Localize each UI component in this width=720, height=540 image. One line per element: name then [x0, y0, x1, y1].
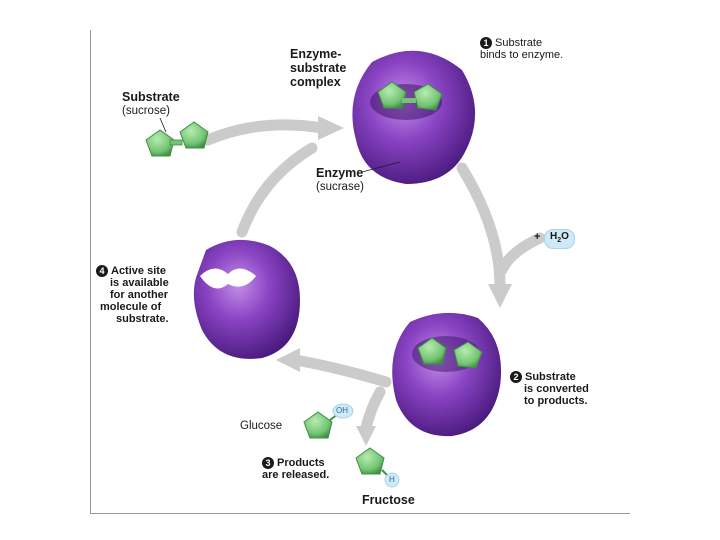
arrow-water: [496, 232, 546, 276]
arrowhead-release: [356, 426, 376, 446]
water-pill: H2O: [544, 229, 575, 249]
step3-line1: Products: [277, 457, 325, 469]
frame-left-edge: [90, 30, 91, 514]
glucose-molecule: [303, 403, 354, 439]
arrow-step3: [290, 354, 392, 388]
step1-line1: Substrate: [495, 37, 543, 49]
converting-product-left: [417, 337, 447, 365]
step2-line1: Substrate: [525, 371, 576, 383]
oh-label: OH: [336, 406, 348, 415]
step4-number: 4: [96, 265, 108, 277]
h-bubble: [384, 472, 400, 488]
enzyme-title: Enzyme: [316, 166, 364, 180]
enzyme-empty: [193, 239, 300, 359]
step2-number: 2: [510, 371, 522, 383]
figure-frame: [90, 30, 630, 514]
step4-line3: for another: [110, 289, 169, 301]
arrow-step2: [456, 162, 506, 292]
complex-substrate-right: [413, 83, 443, 111]
arrow-step4: [236, 142, 318, 238]
cycle-arrows: [202, 119, 546, 434]
step1-number: 1: [480, 37, 492, 49]
substrate-subtitle: (sucrose): [122, 105, 170, 117]
step3-line2: are released.: [262, 469, 330, 481]
enzyme-leader: [361, 161, 401, 173]
glucose-label: Glucose: [240, 420, 283, 432]
enzyme-converting: [392, 312, 502, 437]
converting-product-right: [453, 341, 483, 369]
water-o: O: [561, 231, 569, 242]
step3-number: 3: [262, 457, 274, 469]
step4-line5: substrate.: [116, 313, 169, 325]
complex-label-line1: Enzyme-: [290, 47, 342, 61]
complex-label-line3: complex: [290, 75, 341, 89]
frame-bottom-edge: [90, 513, 630, 514]
step4-line4: molecule of: [100, 301, 162, 313]
water-subscript: 2: [557, 237, 562, 244]
arrowhead-step2: [488, 284, 512, 308]
complex-label-line2: substrate: [290, 61, 347, 75]
fructose-label: Fructose: [362, 493, 415, 507]
sucrose-molecule: [145, 121, 209, 157]
arrowhead-step1: [318, 116, 344, 140]
step1-line2: binds to enzyme.: [480, 49, 564, 61]
oh-bubble: [332, 403, 354, 419]
active-site-notch: [200, 268, 256, 289]
water-h: H: [550, 231, 558, 242]
substrate-title: Substrate: [122, 90, 180, 104]
step2-line2: is converted: [524, 383, 589, 395]
fructose-molecule: [355, 447, 400, 488]
plus-sign: +: [534, 231, 541, 243]
enzyme-subtitle: (sucrase): [316, 181, 364, 193]
enzyme-complex: [352, 50, 476, 184]
arrowhead-step3: [276, 348, 300, 372]
arrow-heads: [276, 116, 512, 446]
step4-line2: is available: [110, 277, 169, 289]
step2-line3: to products.: [524, 395, 588, 407]
step4-line1: Active site: [111, 265, 167, 277]
arrow-release: [360, 386, 386, 434]
arrow-step1: [202, 119, 328, 146]
h-label: H: [389, 475, 395, 484]
substrate-leader: [159, 117, 167, 133]
